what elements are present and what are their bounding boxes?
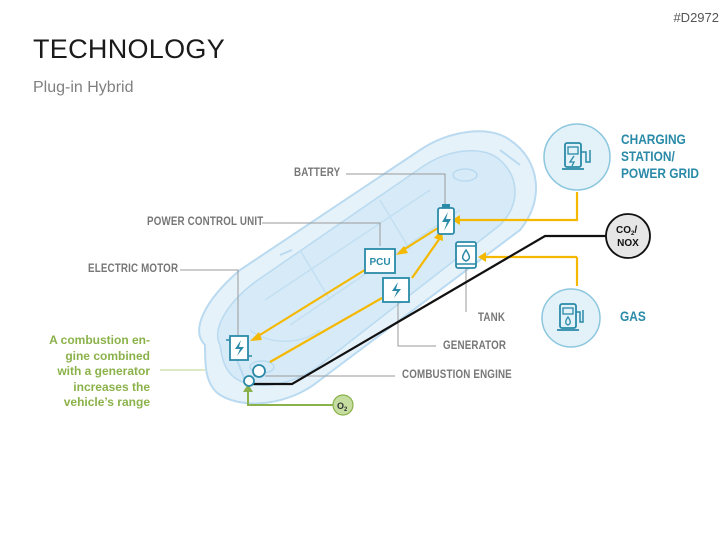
pcu-box-label: PCU (369, 257, 390, 268)
charging-label-line3: POWER GRID (621, 165, 700, 181)
generator-label: GENERATOR (443, 340, 507, 352)
gas-station-icon (541, 288, 601, 348)
co2-subscript: 2 (631, 231, 635, 237)
leader-lines (160, 173, 467, 377)
pcu-box: PCU (364, 248, 396, 274)
combustion-engine-label: COMBUSTION ENGINE (402, 369, 512, 381)
battery-icon (437, 204, 455, 235)
nox-label: NOX (617, 238, 639, 249)
electric-motor-icon (226, 335, 252, 361)
co2-slash: / (634, 225, 637, 236)
electric-motor-leader (180, 269, 239, 335)
side-note-line3: with a generator (57, 364, 150, 378)
side-note: A combustion en- gine combined with a ge… (18, 333, 150, 411)
charging-label-line2: STATION/ (621, 148, 675, 164)
air-intake-arrowhead (243, 384, 253, 392)
battery-to-pcu-flow (399, 227, 439, 253)
tank-label: TANK (478, 312, 506, 324)
charging-label-line1: CHARGING (621, 131, 686, 147)
svg-text:O2: O2 (337, 401, 348, 413)
side-note-line5: vehicle’s range (63, 395, 150, 409)
o2-bubble: O2 (332, 394, 354, 416)
battery-generator-flow (411, 237, 441, 279)
tank-icon (455, 241, 477, 269)
pcu-leader (262, 222, 381, 246)
o2-subscript: 2 (344, 407, 348, 413)
svg-text:CO2/: CO2/ (616, 225, 637, 237)
combustion-engine-icon (243, 364, 266, 387)
electric-motor-label: ELECTRIC MOTOR (88, 263, 179, 275)
charging-station-icon (543, 123, 611, 191)
charging-station-label: CHARGING STATION/ POWER GRID (621, 131, 699, 182)
co2-label: CO (616, 225, 631, 236)
side-note-line4: increases the (73, 379, 150, 394)
gas-label: GAS (620, 308, 646, 324)
power-control-unit-label: POWER CONTROL UNIT (147, 216, 264, 228)
battery-leader (346, 173, 446, 206)
o2-label: O (337, 401, 344, 411)
side-note-line1: A combustion en- (49, 333, 150, 347)
air-intake-line (247, 387, 333, 406)
grid-to-battery-flow (460, 192, 579, 222)
exhaust-line (252, 234, 607, 386)
generator-leader (397, 300, 436, 347)
pcu-to-motor-flow (254, 267, 369, 339)
page-subtitle: Plug-in Hybrid (33, 79, 134, 96)
battery-label: BATTERY (294, 167, 341, 179)
page-title: TECHNOLOGY (33, 34, 226, 64)
generator-icon (382, 277, 410, 303)
slide-id-tag: #D2972 (673, 10, 719, 25)
side-note-line2: gine combined (65, 348, 150, 363)
generator-to-engine-flow (269, 297, 383, 363)
co2-nox-bubble: CO2/ NOX (605, 213, 651, 259)
